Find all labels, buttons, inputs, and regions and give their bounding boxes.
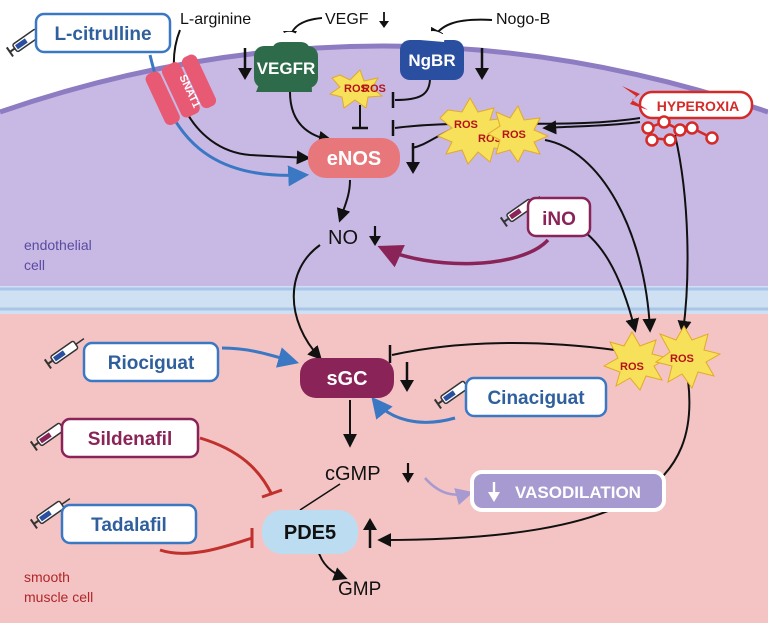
cgmp-to-pde5-line: [299, 483, 341, 511]
ros-top-star: ROS ROS: [328, 69, 386, 109]
sildenafil-box: [60, 417, 200, 459]
ros-lower-star-2: ROS: [654, 324, 722, 390]
hyperoxia-to-ros-line: [542, 120, 641, 135]
l-citrulline-label: L-citrulline: [54, 24, 151, 45]
ros-top-label-2: ROS: [362, 83, 386, 95]
sildenafil-inhibit-bar: [261, 488, 283, 499]
enos-node: [308, 138, 400, 178]
ngbr-receptor: NgBR: [400, 31, 464, 80]
ros-mid-label-3: ROS: [502, 129, 526, 141]
cinaciguat-box: [464, 376, 608, 418]
sgc-node: [300, 358, 394, 398]
ros-lower-label-1: ROS: [620, 361, 644, 373]
ngbr-down-arrow: [475, 48, 489, 80]
sildenafil-inhibit-line: [199, 436, 274, 496]
gmp-label: GMP: [338, 579, 381, 600]
ino-to-no-line: [377, 238, 550, 268]
smooth-muscle-label-line1: smooth: [24, 569, 70, 585]
pde5-node: [262, 510, 358, 554]
vegfr-label: VEGFR: [257, 59, 316, 78]
snat1-transporter: SNAT1: [145, 54, 217, 126]
riociguat-label: Riociguat: [108, 353, 195, 374]
ros-top-label-1: ROS: [344, 83, 368, 95]
enos-down-arrow: [406, 143, 420, 174]
syringe-icon: [29, 498, 71, 529]
ros-lower-star: ROS: [602, 330, 670, 391]
tadalafil-label: Tadalafil: [91, 515, 167, 536]
hyperoxia-label: HYPEROXIA: [657, 98, 739, 114]
oxygen-molecule-icon: [641, 115, 719, 147]
vegfr-receptor: VEGFR: [254, 31, 318, 92]
vegfr-down-arrow: [238, 48, 252, 80]
cgmp-to-vasodilation-line: [424, 477, 474, 506]
sgc-label: sGC: [326, 368, 367, 390]
riociguat-to-sgc-line: [221, 346, 300, 368]
tadalafil-inhibit-line: [159, 536, 253, 555]
endothelial-label-line1: endothelial: [24, 237, 92, 253]
cinaciguat-label: Cinaciguat: [487, 388, 585, 409]
ros-lower-label-2: ROS: [670, 353, 694, 365]
sildenafil-label: Sildenafil: [88, 429, 172, 450]
enos-label: eNOS: [327, 148, 381, 170]
vasodilation-label: VASODILATION: [515, 483, 641, 502]
no-label: NO: [328, 227, 358, 249]
sgc-down-arrow: [400, 362, 414, 392]
ros-mid-to-ros-lower-line: [544, 139, 657, 333]
vegf-label: VEGF: [325, 11, 369, 28]
pde5-up-arrow: [363, 518, 377, 548]
enos-to-no-line: [336, 179, 351, 223]
endothelium-border: [0, 43, 768, 115]
cinaciguat-to-sgc-line: [371, 396, 456, 424]
ros-mid-star-2: ROS: [487, 104, 550, 163]
l-citrulline-box: [34, 12, 172, 54]
syringe-icon: [43, 338, 85, 369]
no-down-arrow: [369, 226, 381, 246]
ino-label: iNO: [542, 209, 576, 230]
ros-mid-label-1: ROS: [454, 119, 478, 131]
ngbr-inhibit-line: [394, 77, 431, 101]
vegf-down-arrow: [379, 12, 389, 28]
vasodilation-box: [470, 470, 666, 512]
endothelial-label-line2: cell: [24, 257, 45, 273]
pde5-label: PDE5: [284, 522, 336, 544]
hyperoxia-to-ros-lower-line: [674, 134, 692, 335]
tadalafil-box: [60, 503, 198, 545]
syringe-icon: [499, 196, 541, 227]
cgmp-label: cGMP: [325, 463, 381, 485]
nogo-b-label: Nogo-B: [496, 11, 550, 28]
cgmp-down-arrow: [402, 463, 414, 483]
l-arginine-label: L-arginine: [180, 11, 251, 28]
ino-box: [526, 196, 592, 238]
hyperoxia-badge: HYPEROXIA: [622, 86, 754, 120]
smooth-muscle-label-line2: muscle cell: [24, 589, 93, 605]
vasodilation-down-arrow: [488, 482, 500, 502]
no-to-sgc-line: [292, 244, 322, 361]
riociguat-box: [82, 341, 220, 383]
ngbr-label: NgBR: [408, 51, 455, 70]
ros-lower-inhibit-line: [391, 342, 616, 356]
